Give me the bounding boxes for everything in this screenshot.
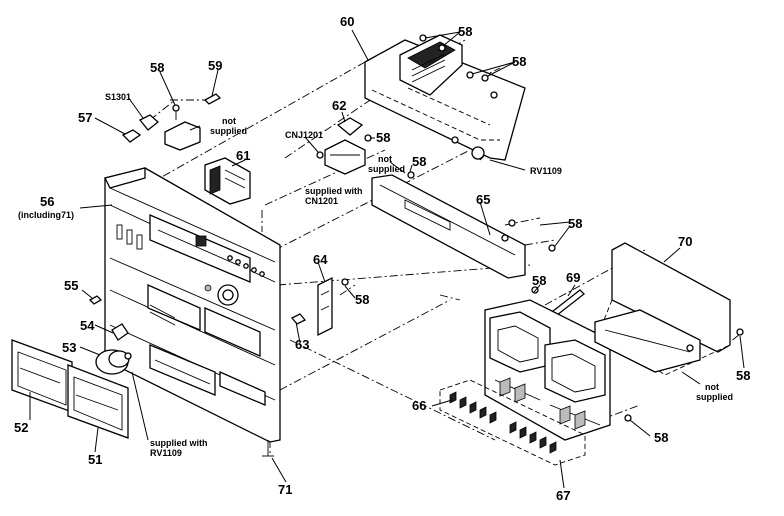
label-61: 61 (236, 148, 250, 163)
label-not-supplied-1b: supplied (210, 126, 247, 136)
label-53: 53 (62, 340, 76, 355)
label-69: 69 (566, 270, 580, 285)
label-58-mid: 58 (412, 154, 426, 169)
label-58-right: 58 (568, 216, 582, 231)
label-59: 59 (208, 58, 222, 73)
label-60: 60 (340, 14, 354, 29)
label-not-supplied-3a: not (705, 382, 719, 392)
label-54: 54 (80, 318, 95, 333)
label-65: 65 (476, 192, 490, 207)
label-62: 62 (332, 98, 346, 113)
doors (11, 339, 129, 439)
label-56: 56 (40, 194, 54, 209)
label-not-supplied-2b: supplied (368, 164, 405, 174)
label-58-top-right: 58 (512, 54, 526, 69)
label-not-supplied-1a: not (222, 116, 236, 126)
label-58-bracket: 58 (355, 292, 369, 307)
label-not-supplied-2a: not (378, 154, 392, 164)
label-51: 51 (88, 452, 102, 467)
front-panel (104, 167, 281, 443)
label-57: 57 (78, 110, 92, 125)
label-71: 71 (278, 482, 292, 497)
small-parts (88, 34, 744, 457)
label-58-bottom: 58 (654, 430, 668, 445)
rear-chassis (594, 242, 731, 376)
label-58-top: 58 (458, 24, 472, 39)
label-52: 52 (14, 420, 28, 435)
label-supplied-with-rv1109-b: RV1109 (150, 448, 182, 458)
label-not-supplied-3b: supplied (696, 392, 733, 402)
deck-mechanism (484, 299, 611, 441)
label-rv1109-top: RV1109 (530, 166, 562, 176)
label-cnj1201: CNJ1201 (285, 130, 323, 140)
label-s1301: S1301 (105, 92, 131, 102)
bracket-65 (371, 174, 526, 279)
label-64: 64 (313, 252, 328, 267)
label-58-deck: 58 (532, 273, 546, 288)
label-supplied-with-cn1201-b: CN1201 (305, 196, 338, 206)
label-55: 55 (64, 278, 78, 293)
label-58-chassis: 58 (736, 368, 750, 383)
label-63: 63 (295, 337, 309, 352)
label-70: 70 (678, 234, 692, 249)
part-labels: 58 58 60 58 59 S1301 57 not supplied 61 … (14, 14, 750, 503)
label-including71: (including71) (18, 210, 74, 220)
label-67: 67 (556, 488, 570, 503)
label-58-cnj: 58 (376, 130, 390, 145)
label-supplied-with-rv1109-a: supplied with (150, 438, 208, 448)
label-66: 66 (412, 398, 426, 413)
switch-board (439, 379, 586, 466)
label-58-left: 58 (150, 60, 164, 75)
label-supplied-with-cn1201-a: supplied with (305, 186, 363, 196)
leader-lines (29, 29, 745, 489)
